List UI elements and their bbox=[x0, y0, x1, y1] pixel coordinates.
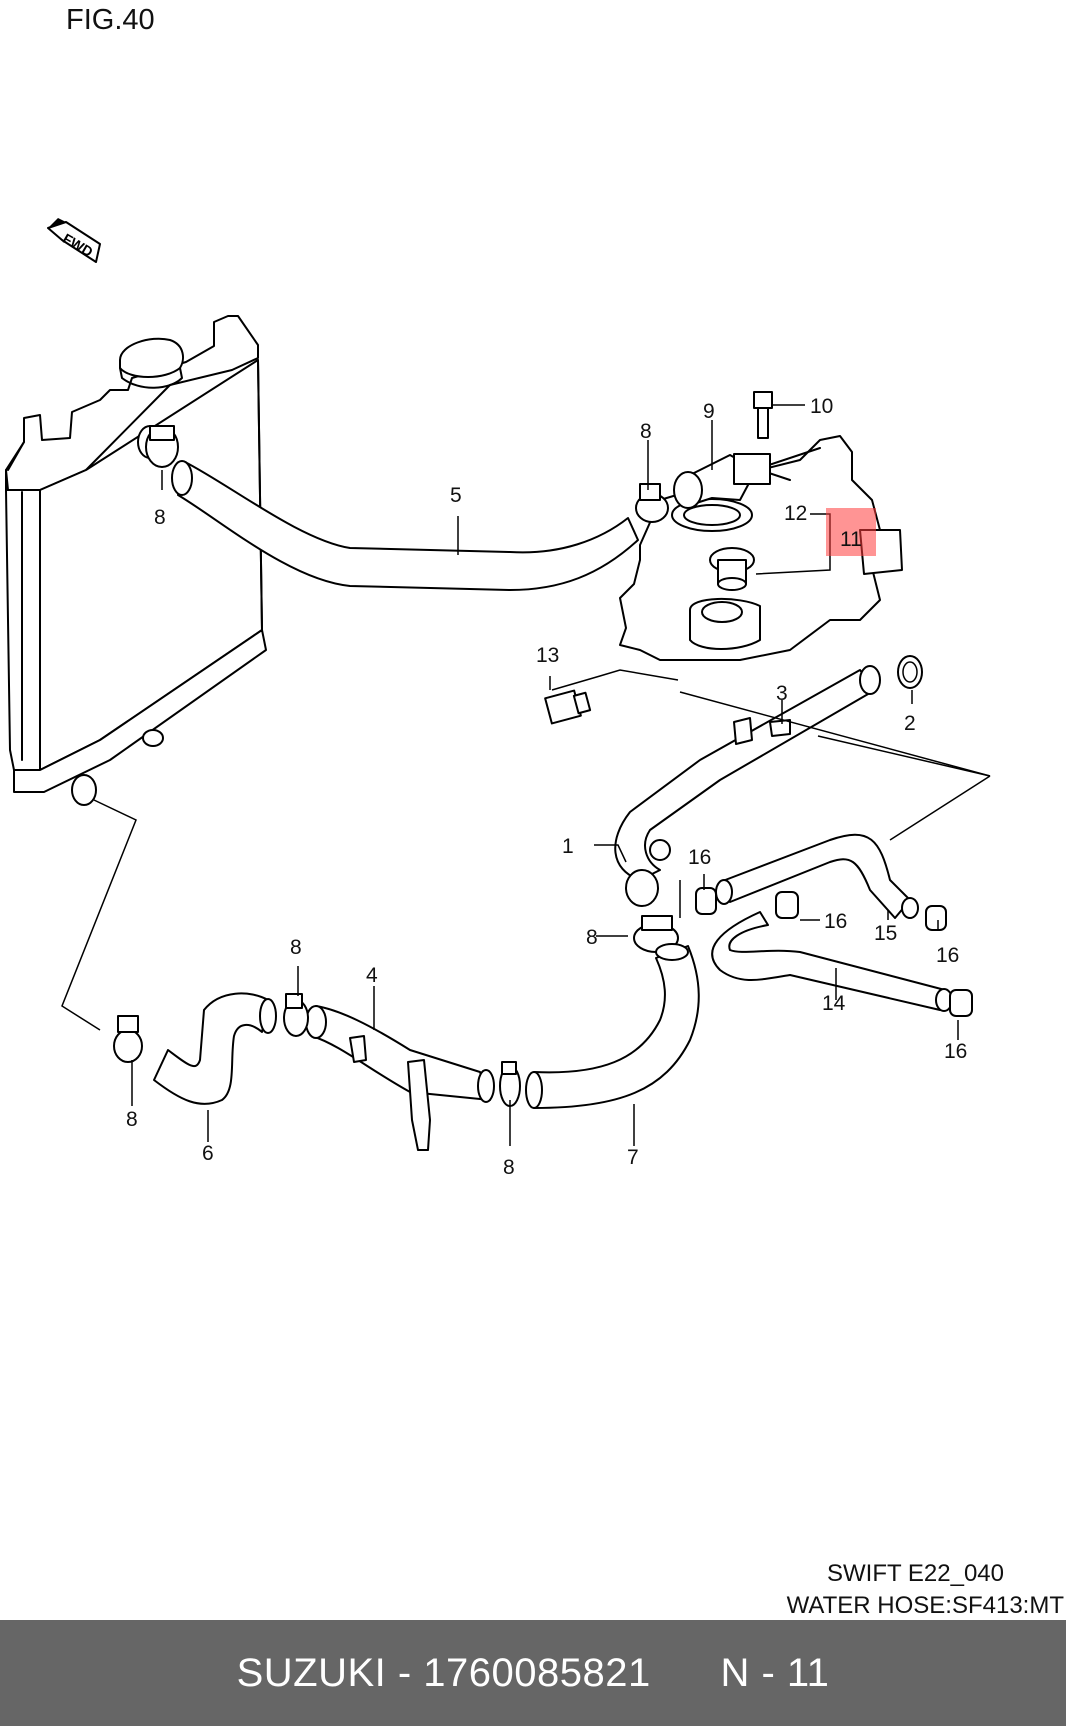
figure-title: FIG.40 bbox=[66, 4, 155, 36]
outlet-pipe-9 bbox=[673, 453, 771, 509]
callout-10: 10 bbox=[810, 395, 833, 418]
clamp-8-pipe4 bbox=[283, 993, 309, 1037]
callout-4: 4 bbox=[366, 964, 378, 987]
callout-2: 2 bbox=[904, 712, 916, 735]
footer-bar: SUZUKI - 1760085821 N - 11 bbox=[0, 1620, 1066, 1726]
model-caption: SWIFT E22_040 bbox=[827, 1560, 1004, 1587]
callout-8: 8 bbox=[126, 1108, 138, 1131]
callout-8: 8 bbox=[586, 926, 598, 949]
thermostat-part bbox=[709, 547, 755, 591]
callout-3: 3 bbox=[776, 682, 788, 705]
callout-16: 16 bbox=[944, 1040, 967, 1063]
footer-spacer bbox=[651, 1651, 721, 1696]
o-ring-2-inner bbox=[902, 661, 918, 683]
clamp-16-d bbox=[949, 989, 973, 1017]
radiator-drawing bbox=[5, 315, 267, 806]
hose-5 bbox=[177, 461, 639, 591]
callout-11: 11 bbox=[840, 528, 862, 551]
callout-15: 15 bbox=[874, 922, 897, 945]
callout-16: 16 bbox=[688, 846, 711, 869]
bolt-10 bbox=[753, 391, 773, 439]
callout-13: 13 bbox=[536, 644, 559, 667]
pipe-4 bbox=[305, 1005, 495, 1151]
callout-16: 16 bbox=[824, 910, 847, 933]
hose-14 bbox=[711, 911, 946, 1011]
callout-14: 14 bbox=[822, 992, 846, 1015]
clamp-16-c bbox=[925, 905, 947, 931]
clamp-16-b bbox=[775, 891, 799, 919]
section-caption: WATER HOSE:SF413:MT bbox=[786, 1592, 1064, 1619]
callout-8: 8 bbox=[640, 420, 652, 443]
clamp-8-outlet bbox=[635, 483, 669, 523]
callout-9: 9 bbox=[703, 400, 715, 423]
hose-7 bbox=[533, 945, 700, 1109]
sensor-13 bbox=[544, 689, 592, 725]
hose-15 bbox=[719, 833, 911, 919]
callout-7: 7 bbox=[627, 1146, 639, 1169]
footer-reference: N - 11 bbox=[720, 1650, 830, 1695]
clamp-16-a bbox=[695, 887, 717, 915]
clamp-8-lower-left bbox=[113, 1015, 143, 1063]
clamp-8-radiator-top bbox=[145, 425, 179, 468]
callout-1: 1 bbox=[562, 835, 574, 858]
o-ring-2 bbox=[897, 655, 923, 689]
fwd-arrow-icon: FWD bbox=[47, 218, 101, 263]
hose-6 bbox=[153, 992, 269, 1105]
parts-diagram: FWD bbox=[5, 218, 991, 1179]
callout-5: 5 bbox=[450, 484, 462, 507]
callout-8: 8 bbox=[290, 936, 302, 959]
callout-8: 8 bbox=[154, 506, 166, 529]
callout-12: 12 bbox=[784, 502, 807, 525]
callout-16: 16 bbox=[936, 944, 959, 967]
pipe-1 bbox=[614, 665, 881, 907]
leader-lines bbox=[61, 404, 991, 1146]
callout-8: 8 bbox=[503, 1156, 515, 1179]
highlight-part-11 bbox=[826, 508, 876, 556]
clamp-8-hose7 bbox=[499, 1061, 521, 1107]
footer-part-number: SUZUKI - 1760085821 bbox=[236, 1650, 651, 1695]
callout-6: 6 bbox=[202, 1142, 214, 1165]
